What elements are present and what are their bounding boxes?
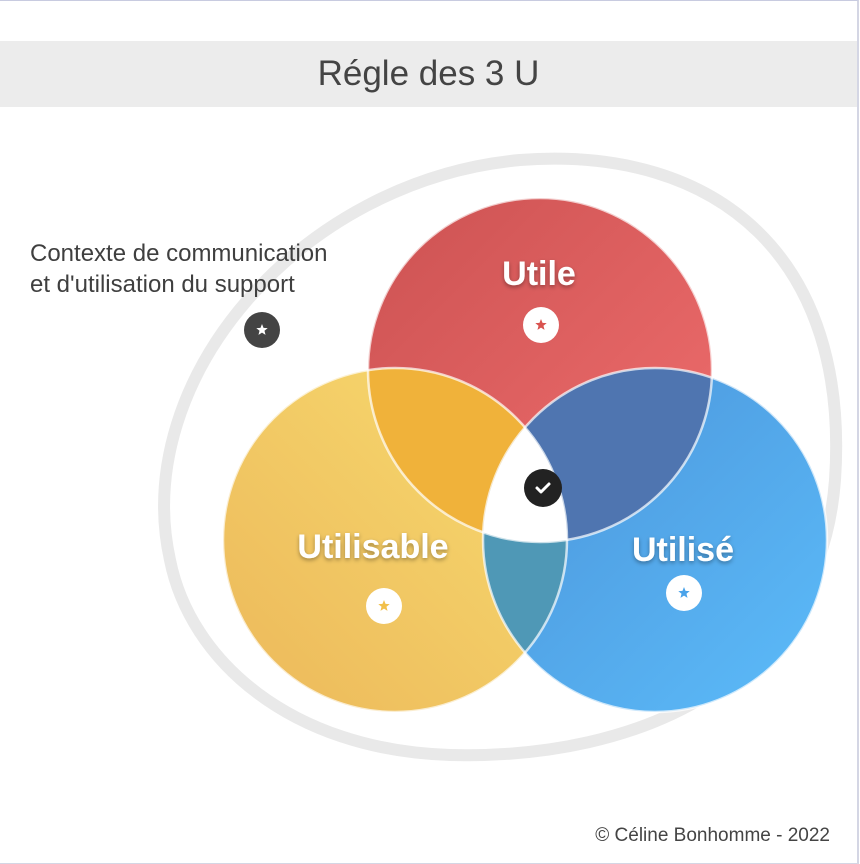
context-loop: [158, 152, 843, 762]
context-label: Contexte de communication et d'utilisati…: [30, 238, 328, 300]
copyright-footer: © Céline Bonhomme - 2022: [595, 825, 830, 846]
label-utilisable: Utilisable: [297, 528, 448, 566]
label-utilise: Utilisé: [632, 531, 734, 569]
star-icon: [366, 588, 402, 624]
context-label-line2: et d'utilisation du support: [30, 271, 295, 298]
star-icon: [244, 312, 280, 348]
context-label-line1: Contexte de communication: [30, 240, 328, 267]
page-title: Régle des 3 U: [317, 54, 540, 93]
label-utile: Utile: [502, 255, 576, 293]
check-icon: [524, 469, 562, 507]
star-icon: [666, 575, 702, 611]
title-bar: Régle des 3 U: [0, 41, 857, 107]
star-icon: [523, 307, 559, 343]
